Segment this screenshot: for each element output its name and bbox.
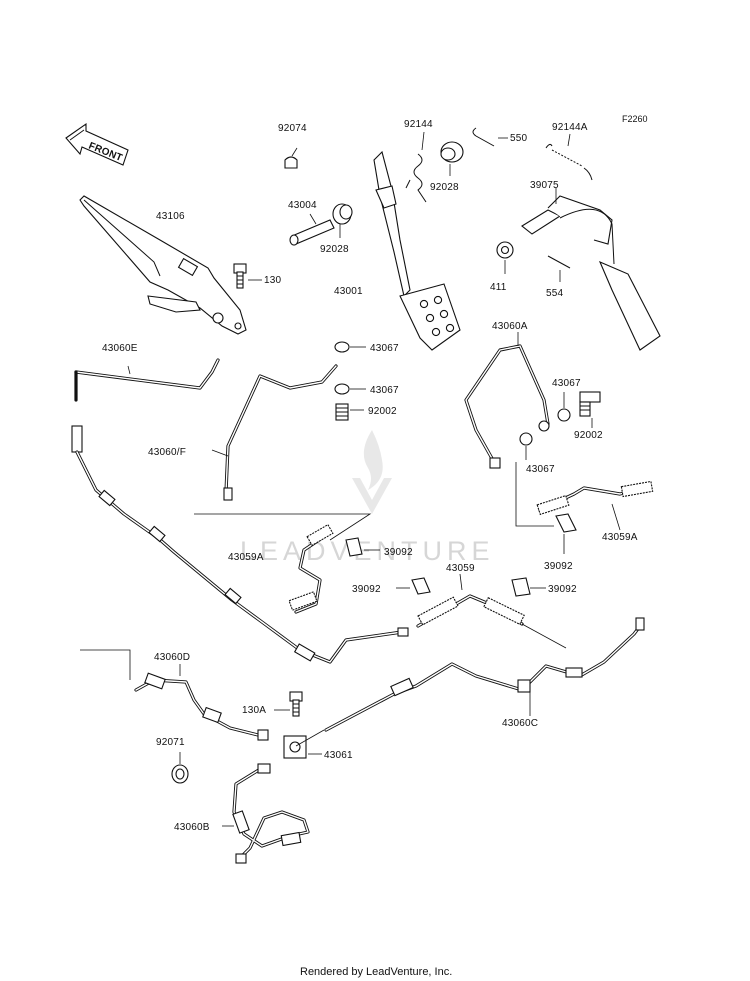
brake-pipe-43060E [74, 358, 220, 402]
label-43067-lower: 43067 [526, 464, 555, 475]
footer-credit: Rendered by LeadVenture, Inc. [300, 966, 452, 978]
brake-hose-43059 [416, 573, 525, 628]
brake-pipe-43060B [222, 763, 310, 864]
diagram-code: F2260 [622, 114, 648, 124]
brake-hose-43059A-right [536, 480, 654, 531]
label-92144: 92144 [404, 119, 433, 130]
label-92074: 92074 [278, 123, 307, 134]
clip-39092-left-icon [345, 537, 380, 557]
spring-92144-icon [405, 131, 427, 203]
label-92028-left: 92028 [320, 244, 349, 255]
reference-lines [80, 462, 567, 747]
label-43060C: 43060C [502, 718, 538, 729]
washer-43067-top-icon [334, 341, 366, 353]
bushing-92028-right-icon [440, 141, 464, 176]
label-92028-right: 92028 [430, 182, 459, 193]
label-43067-top: 43067 [370, 343, 399, 354]
label-43106: 43106 [156, 211, 185, 222]
clip-39092-center-left-icon [396, 577, 431, 595]
parking-brake-lever [79, 195, 247, 335]
clip-39092-right-icon [555, 513, 577, 554]
label-554: 554 [546, 288, 564, 299]
washer-43067-right-icon [557, 392, 571, 422]
label-92002-right: 92002 [574, 430, 603, 441]
clip-39092-center-right-icon [511, 577, 546, 597]
brake-pipe-43060A [464, 332, 550, 469]
label-39092-center-left: 39092 [352, 584, 381, 595]
label-43059A-left: 43059A [228, 552, 264, 563]
parking-brake-cable [71, 425, 409, 664]
washer-43067-mid-icon [334, 383, 366, 395]
label-43001: 43001 [334, 286, 363, 297]
washer-43067-lower-icon [519, 432, 533, 460]
label-43060B: 43060B [174, 822, 210, 833]
brake-pipe-43060C [324, 617, 645, 732]
bushing-92028-left-icon [332, 203, 353, 238]
grommet-92071-icon [171, 752, 189, 784]
brake-hose-43059A-left [288, 523, 334, 614]
label-43004: 43004 [288, 200, 317, 211]
front-arrow-icon: FRONT [65, 122, 129, 166]
brake-pipe-43060F [211, 364, 338, 501]
label-92071: 92071 [156, 737, 185, 748]
cap-92074-icon [284, 147, 298, 169]
brake-pedal [373, 150, 461, 351]
label-43067-mid: 43067 [370, 385, 399, 396]
label-411: 411 [490, 282, 507, 293]
pin-43004-icon [289, 213, 335, 246]
label-43060F: 43060/F [148, 447, 186, 458]
label-130: 130 [264, 275, 282, 286]
label-39092-left: 39092 [384, 547, 413, 558]
label-43067-right: 43067 [552, 378, 581, 389]
accelerator-pedal-39075 [521, 188, 661, 351]
brake-pipe-43060D [134, 664, 269, 741]
spring-92144A-icon [545, 133, 593, 181]
label-43060A: 43060A [492, 321, 528, 332]
label-39075: 39075 [530, 180, 559, 191]
joint-43061-icon [283, 735, 322, 759]
cotter-pin-554-icon [547, 255, 571, 282]
label-550: 550 [510, 133, 528, 144]
label-43060E: 43060E [102, 343, 138, 354]
watermark-text: LEADVENTURE [240, 536, 495, 566]
washer-411-icon [496, 241, 514, 274]
label-43059: 43059 [446, 563, 475, 574]
bolt-92002-right-icon [579, 391, 601, 428]
label-43061: 43061 [324, 750, 353, 761]
label-43060D: 43060D [154, 652, 190, 663]
label-39092-right: 39092 [544, 561, 573, 572]
label-92002-left: 92002 [368, 406, 397, 417]
bolt-92002-left-icon [335, 403, 364, 421]
watermark-logo [352, 430, 392, 514]
bolt-130A-icon [274, 691, 303, 717]
label-43059A-right: 43059A [602, 532, 638, 543]
label-130A: 130A [242, 705, 266, 716]
label-92144A: 92144A [552, 122, 588, 133]
cotter-pin-550-icon [472, 127, 508, 147]
bolt-130-icon [233, 263, 262, 289]
label-39092-center-right: 39092 [548, 584, 577, 595]
